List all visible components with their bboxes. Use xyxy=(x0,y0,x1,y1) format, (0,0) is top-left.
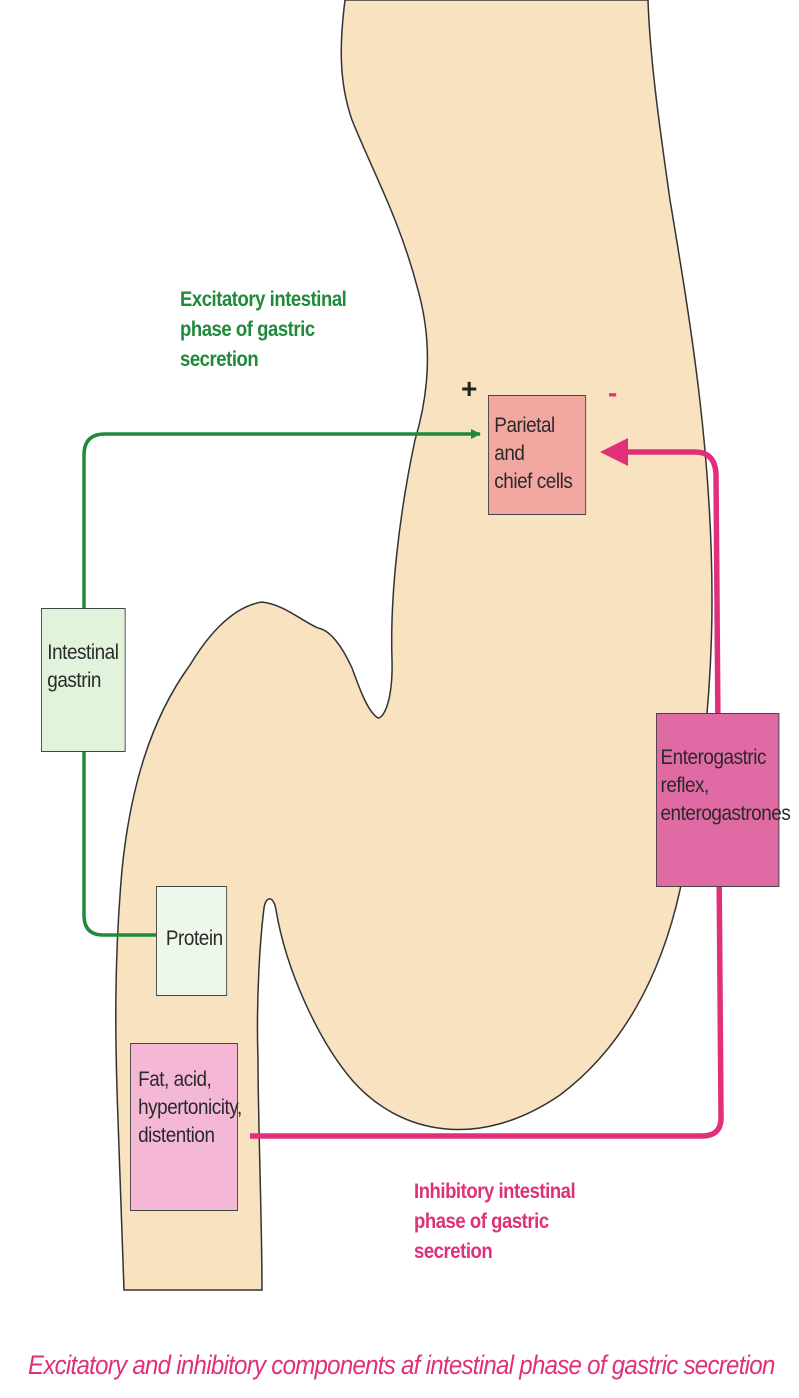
fat-acid-box: Fat, acid, hypertonicity, distention xyxy=(130,1043,238,1211)
enterogastric-reflex-box: Enterogastric reflex, enterogastrones xyxy=(656,713,779,887)
protein-box: Protein xyxy=(156,886,227,996)
excitatory-phase-label: Excitatory intestinal phase of gastric s… xyxy=(180,285,346,375)
inhibitory-phase-label: Inhibitory intestinal phase of gastric s… xyxy=(414,1177,575,1267)
plus-sign: + xyxy=(461,373,477,405)
minus-sign: - xyxy=(608,377,617,409)
parietal-chief-cells-box: Parietal and chief cells xyxy=(488,395,586,515)
figure-caption: Excitatory and inhibitory components af … xyxy=(28,1350,704,1381)
intestinal-gastrin-box: Intestinal gastrin xyxy=(41,608,126,752)
